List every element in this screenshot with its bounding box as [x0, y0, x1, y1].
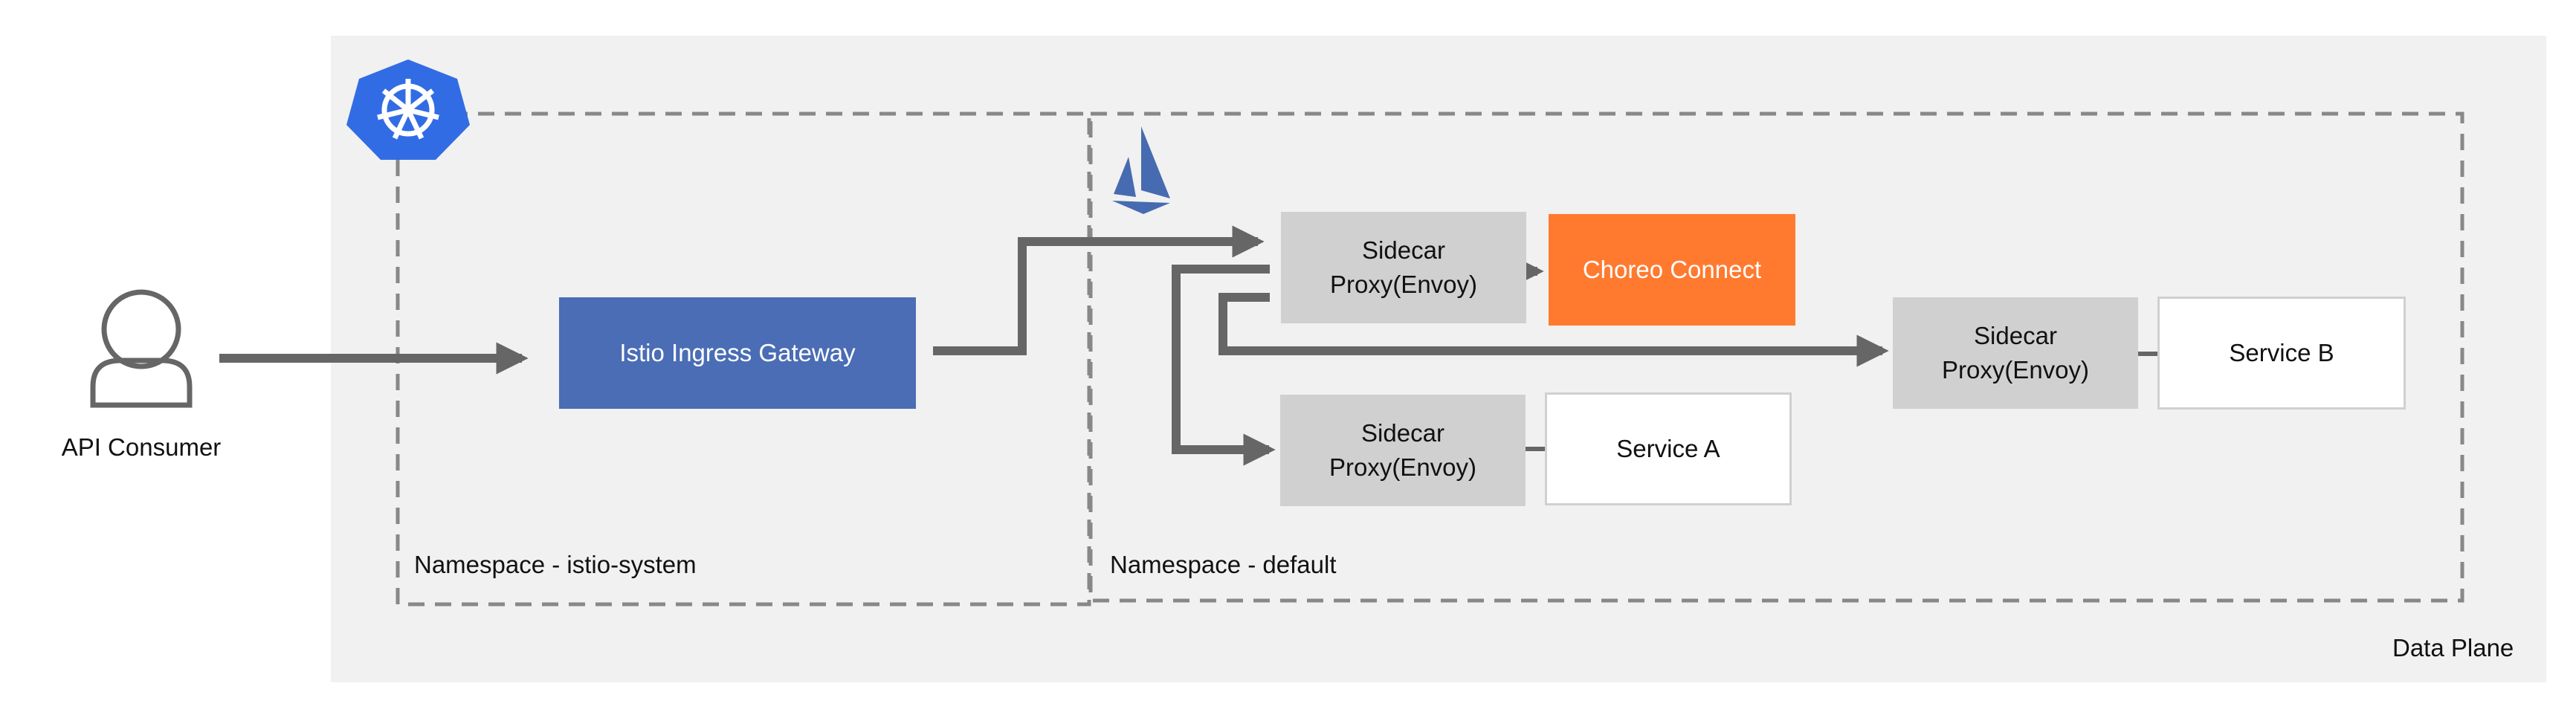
- istio-sail-logo-icon: [1112, 126, 1170, 214]
- service-b[interactable]: Service B: [2157, 297, 2406, 410]
- istio-ingress-gateway[interactable]: Istio Ingress Gateway: [559, 297, 916, 409]
- sidecar-proxy-service-b[interactable]: Sidecar Proxy(Envoy): [1893, 297, 2138, 409]
- namespace-default-border: [1088, 111, 2464, 603]
- arrow-sidecar-to-sidecar-b: [1218, 293, 1889, 367]
- data-plane-label: Data Plane: [2392, 634, 2514, 662]
- api-consumer-label: API Consumer: [61, 433, 222, 461]
- service-a[interactable]: Service A: [1545, 392, 1792, 505]
- sidecar-proxy-service-a[interactable]: Sidecar Proxy(Envoy): [1280, 395, 1526, 506]
- namespace-default-label: Namespace - default: [1110, 551, 1337, 578]
- sidecar-proxy-choreo[interactable]: Sidecar Proxy(Envoy): [1281, 212, 1526, 323]
- namespace-istio-system-label: Namespace - istio-system: [414, 551, 697, 578]
- arrow-sidecar-to-sidecar-a: [1172, 265, 1276, 466]
- user-icon: [90, 289, 193, 408]
- arrow-gateway-to-sidecar-top: [933, 225, 1265, 355]
- choreo-connect[interactable]: Choreo Connect: [1549, 214, 1795, 326]
- kubernetes-logo-icon: [346, 59, 470, 160]
